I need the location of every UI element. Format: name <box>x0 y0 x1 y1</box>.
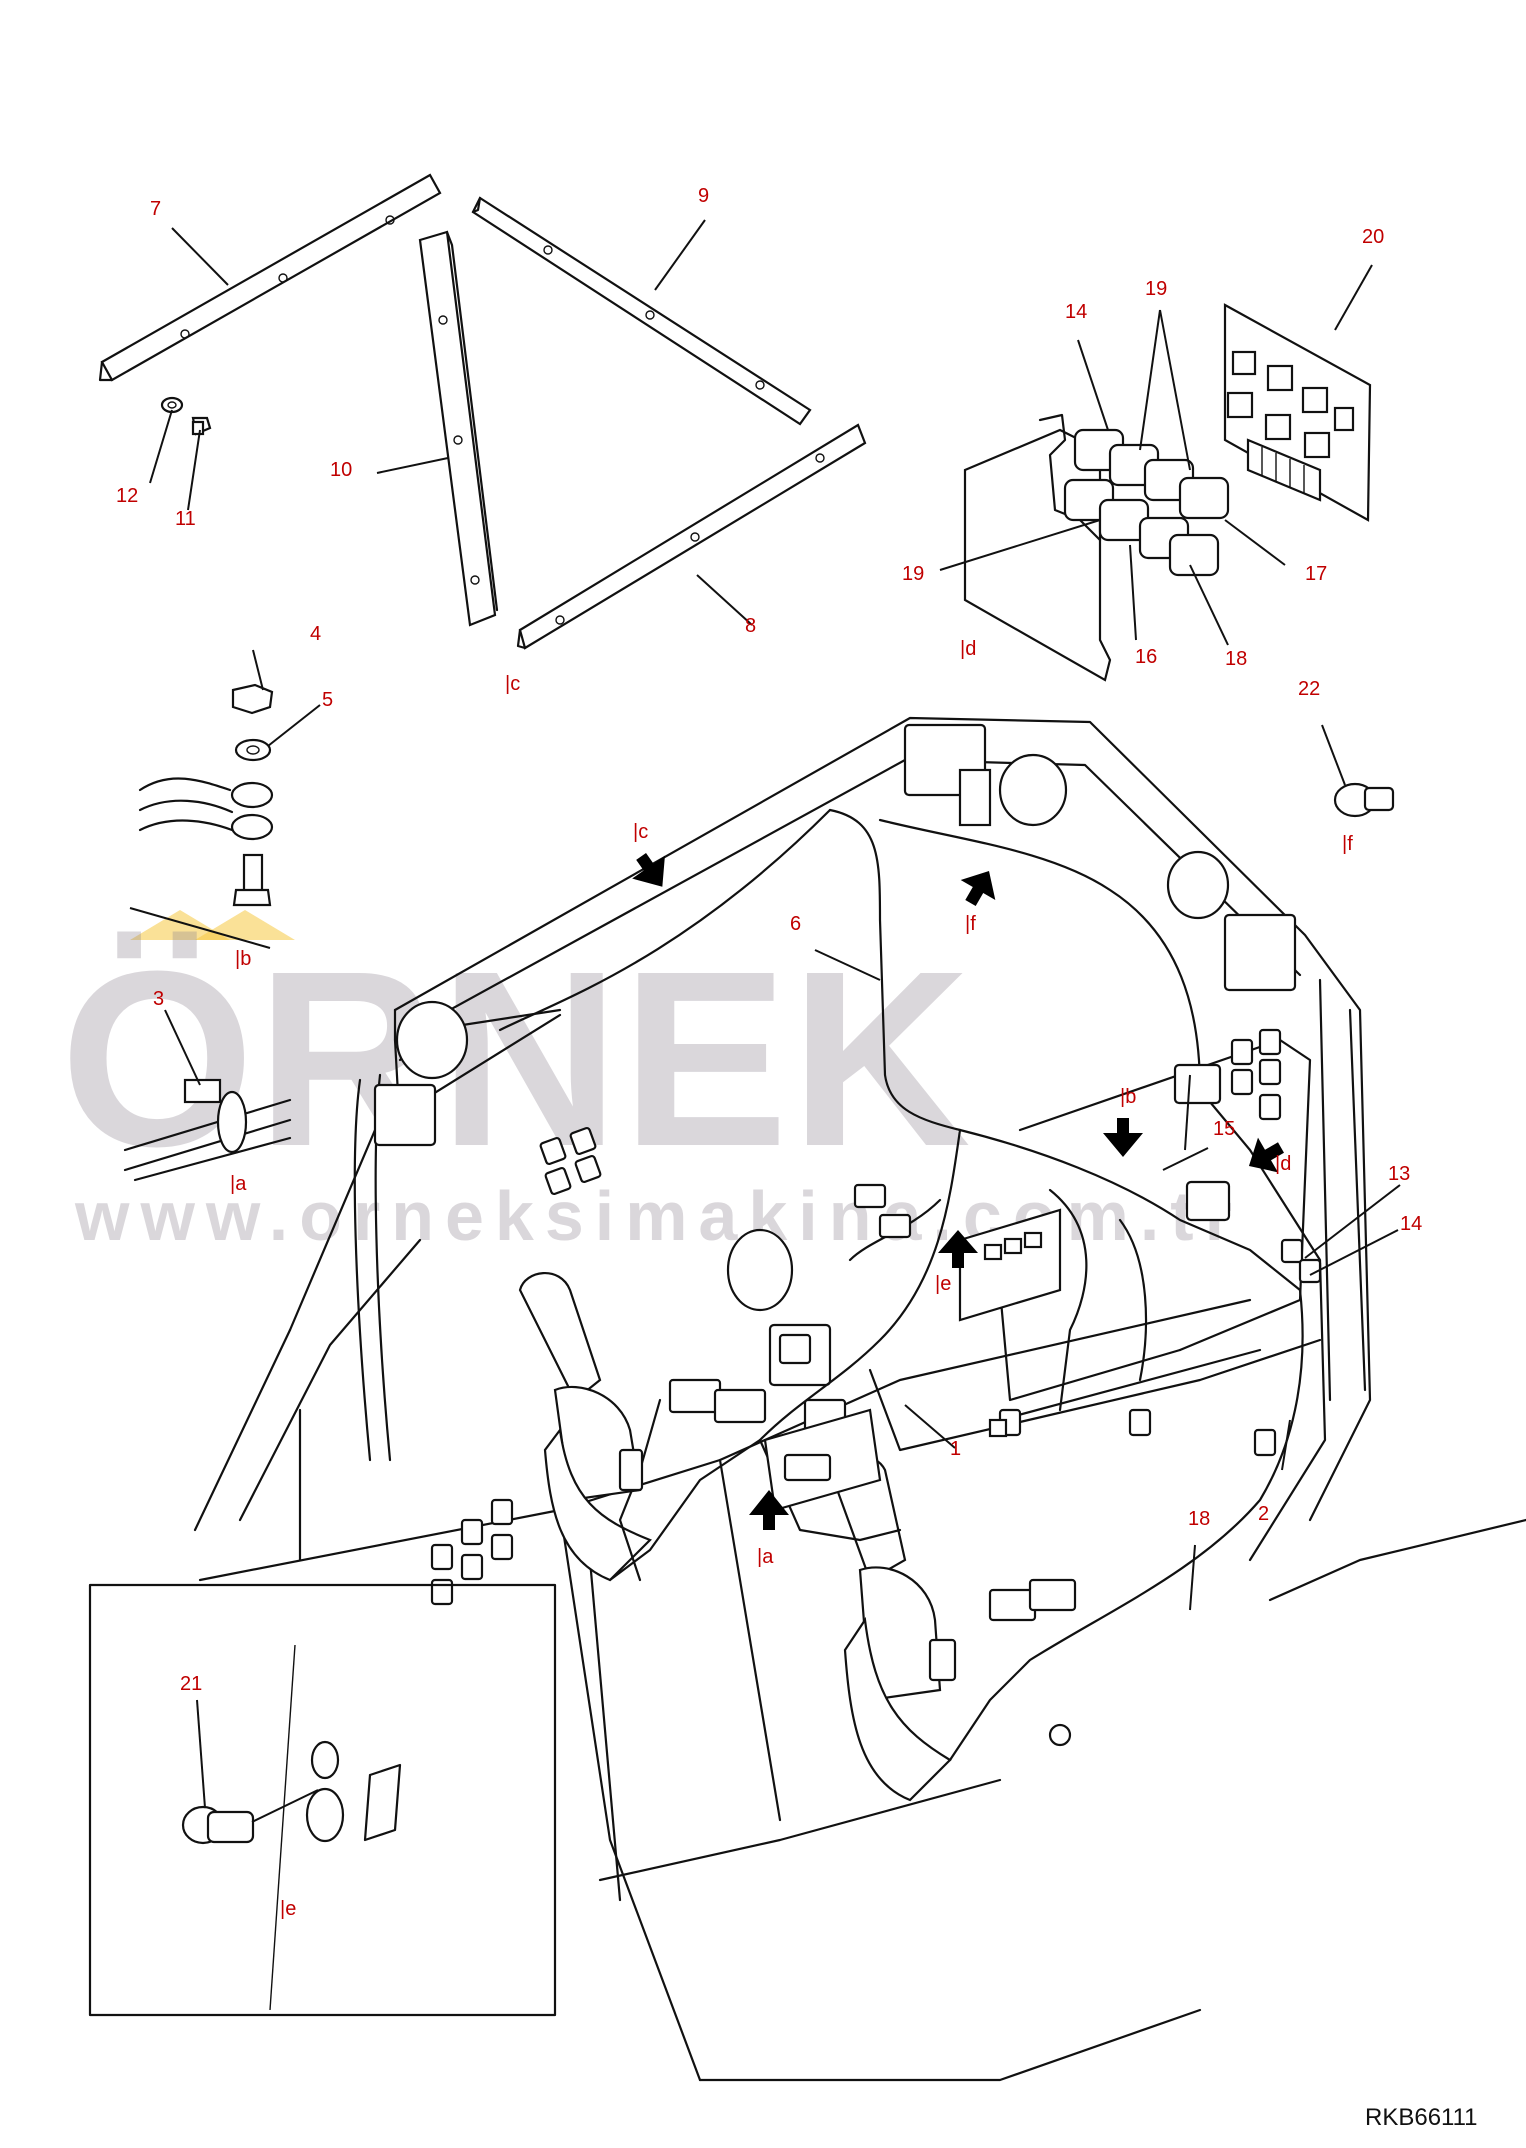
fuse-board-20 <box>1223 303 1372 522</box>
callout-3: 3 <box>153 988 164 1010</box>
left-joystick <box>518 1272 652 1582</box>
callout-10: 10 <box>330 459 352 481</box>
callout-12: 12 <box>116 485 138 507</box>
detail-refs: |c |d |f |b |c |f |a |b |d |e |a |e <box>230 638 1353 1920</box>
ref-b-terminal: |b <box>235 948 251 970</box>
arrow-e-icon <box>938 1230 978 1268</box>
watermark-logo: ÖRNEK <box>60 919 973 1198</box>
callout-5: 5 <box>322 689 333 711</box>
rail-8 <box>516 423 867 650</box>
callout-2: 2 <box>1258 1503 1269 1525</box>
leader-lines <box>129 219 1401 1809</box>
ref-c-machine: |c <box>633 821 648 843</box>
watermark: ÖRNEK www.orneksimakina.com.tr <box>60 910 1243 1255</box>
bolt-11 <box>191 416 212 436</box>
callout-7: 7 <box>150 198 161 220</box>
callout-6: 6 <box>790 913 801 935</box>
callout-21: 21 <box>180 1673 202 1695</box>
rail-10 <box>418 230 499 627</box>
switch-22 <box>1333 782 1395 818</box>
arrow-f-icon <box>960 870 996 906</box>
terminal-stack <box>138 683 274 907</box>
arrow-b-icon <box>1103 1118 1143 1157</box>
callout-8: 8 <box>745 615 756 637</box>
washer-12 <box>160 396 184 414</box>
callout-16: 16 <box>1135 646 1157 668</box>
ref-e-machine: |e <box>935 1273 951 1295</box>
ref-f-machine: |f <box>965 913 976 935</box>
ref-b-machine: |b <box>1120 1086 1136 1108</box>
ref-a-machine: |a <box>757 1546 774 1568</box>
rail-7 <box>98 173 442 382</box>
ref-a-clamp: |a <box>230 1173 247 1195</box>
callout-19-left: 19 <box>902 563 924 585</box>
callout-18-bottom: 18 <box>1188 1508 1210 1530</box>
callout-labels: 7 9 10 12 11 8 14 19 20 19 16 17 18 22 4… <box>116 185 1422 1695</box>
arrow-d-icon <box>1248 1137 1284 1173</box>
rail-9 <box>471 196 812 426</box>
callout-9: 9 <box>698 185 709 207</box>
watermark-url: www.orneksimakina.com.tr <box>74 1177 1243 1255</box>
ref-c-rails: |c <box>505 673 520 695</box>
callout-13: 13 <box>1388 1163 1410 1185</box>
bolt-head-icon <box>1048 1723 1072 1747</box>
callout-18-top: 18 <box>1225 648 1247 670</box>
callout-11: 11 <box>175 508 196 530</box>
inset-panel <box>88 1583 557 2017</box>
ref-f-switch: |f <box>1342 833 1353 855</box>
ref-e-inset: |e <box>280 1898 296 1920</box>
part-d-relay-body <box>1185 1180 1231 1222</box>
watermark-accent-2 <box>195 910 295 940</box>
wire-harness <box>498 808 1327 1762</box>
callout-22: 22 <box>1298 678 1320 700</box>
watermark-accent <box>130 910 230 940</box>
callout-14-top: 14 <box>1065 301 1087 323</box>
ref-d-relays: |d <box>960 638 976 660</box>
callout-4: 4 <box>310 623 321 645</box>
right-joystick <box>828 1454 952 1802</box>
callout-14-right: 14 <box>1400 1213 1422 1235</box>
arrow-c-icon <box>632 852 665 887</box>
clamp-3 <box>123 1078 292 1182</box>
part-15-body <box>1173 1063 1222 1105</box>
callout-17: 17 <box>1305 563 1327 585</box>
callout-20: 20 <box>1362 226 1384 248</box>
pointer-arrows <box>632 852 1284 1530</box>
drawing-code: RKB66111 <box>1365 2104 1478 2131</box>
callout-1: 1 <box>950 1438 961 1460</box>
callout-15: 15 <box>1213 1118 1235 1140</box>
ref-d-machine: |d <box>1275 1153 1291 1175</box>
callout-19-top: 19 <box>1145 278 1167 300</box>
arrow-a-icon <box>749 1490 789 1530</box>
